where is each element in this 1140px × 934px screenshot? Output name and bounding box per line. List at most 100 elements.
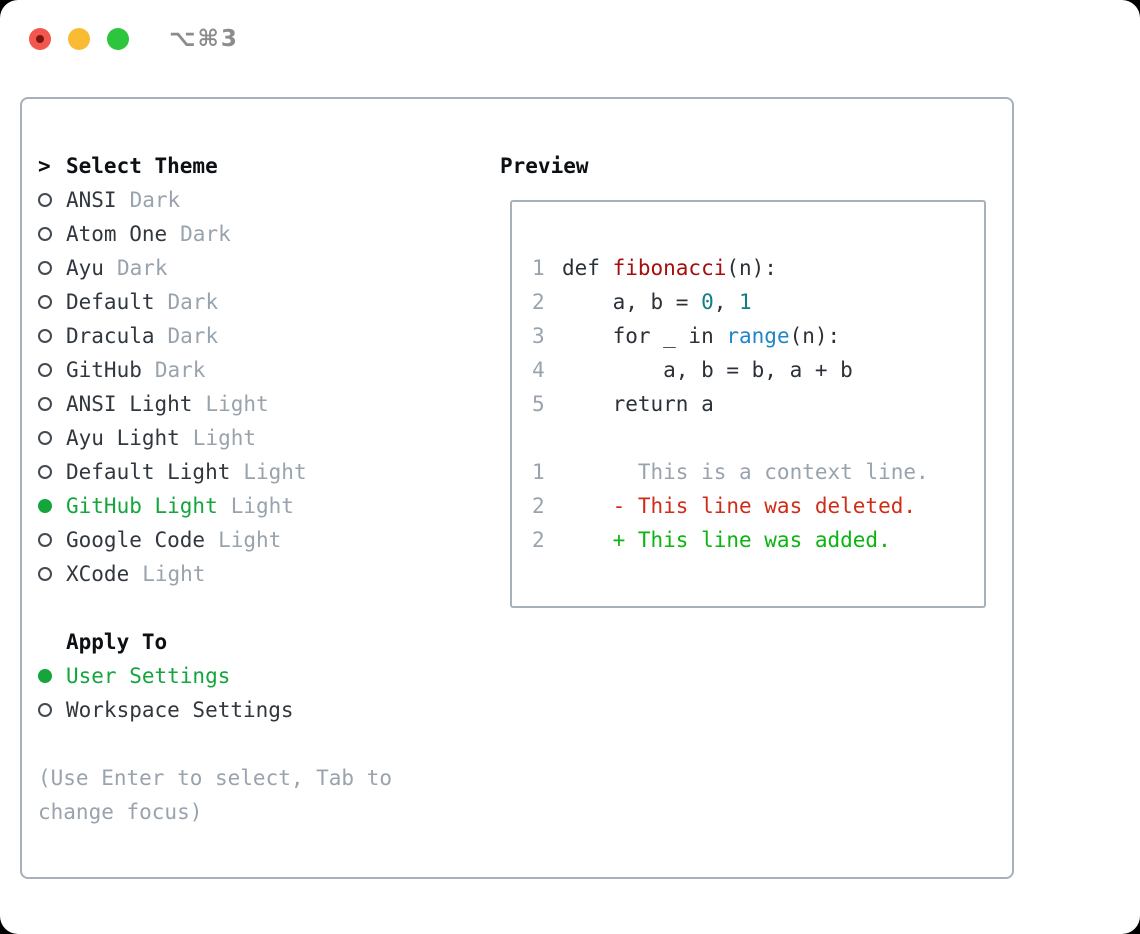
close-button-icon[interactable] (29, 28, 51, 50)
code-text: + This line was added. (562, 528, 891, 552)
apply-option-workspace-settings[interactable]: Workspace Settings (38, 693, 392, 727)
radio-selected-icon (38, 499, 66, 513)
line-number: 1 (532, 256, 545, 280)
radio-circle (38, 227, 52, 241)
radio-circle (38, 397, 52, 411)
radio-circle (38, 261, 52, 275)
radio-unselected-icon (38, 533, 66, 547)
code-line: 1 def fibonacci(n): (532, 251, 929, 285)
code-text: a, b = 0, 1 (562, 290, 752, 314)
radio-unselected-icon (38, 703, 66, 717)
radio-unselected-icon (38, 363, 66, 377)
theme-variant-tag: Dark (167, 290, 219, 314)
titlebar: ⌥⌘3 (29, 26, 239, 52)
theme-option-default-light[interactable]: Default Light Light (38, 455, 392, 489)
theme-variant-tag: Light (230, 494, 294, 518)
radio-circle (38, 193, 52, 207)
code-line: 2 + This line was added. (532, 523, 929, 557)
theme-option-label: Dracula (66, 324, 155, 348)
radio-circle (38, 295, 52, 309)
radio-circle (38, 329, 52, 343)
code-line: 5 return a (532, 387, 929, 421)
theme-option-label: ANSI (66, 188, 117, 212)
line-number: 4 (532, 358, 545, 382)
radio-unselected-icon (38, 227, 66, 241)
theme-option-ansi[interactable]: ANSI Dark (38, 183, 392, 217)
line-number: 2 (532, 290, 545, 314)
code-text: return a (562, 392, 714, 416)
apply-option-user-settings[interactable]: User Settings (38, 659, 392, 693)
radio-circle (38, 465, 52, 479)
theme-option-label: GitHub (66, 358, 142, 382)
radio-circle (38, 669, 52, 683)
code-line: 2 a, b = 0, 1 (532, 285, 929, 319)
line-number: 5 (532, 392, 545, 416)
theme-variant-tag: Dark (116, 256, 168, 280)
theme-variant-tag: Light (192, 426, 257, 450)
theme-variant-tag: Light (243, 460, 307, 484)
radio-unselected-icon (38, 465, 66, 479)
theme-option-github[interactable]: GitHub Dark (38, 353, 392, 387)
code-line: 3 for _ in range(n): (532, 319, 929, 353)
theme-option-xcode[interactable]: XCode Light (38, 557, 392, 591)
radio-unselected-icon (38, 431, 66, 445)
theme-option-label: Default Light (66, 460, 231, 484)
select-theme-title: Select Theme (66, 154, 218, 178)
theme-variant-tag: Light (218, 528, 282, 552)
code-line: 1 This is a context line. (532, 455, 929, 489)
code-text: This is a context line. (562, 460, 929, 484)
line-number: 1 (532, 460, 545, 484)
radio-unselected-icon (38, 295, 66, 309)
theme-variant-tag: Light (142, 562, 206, 586)
code-line (532, 421, 929, 455)
theme-option-label: Atom One (66, 222, 168, 246)
radio-circle (38, 431, 52, 445)
radio-circle (38, 499, 52, 513)
radio-unselected-icon (38, 329, 66, 343)
code-text: a, b = b, a + b (562, 358, 853, 382)
radio-selected-icon (38, 669, 66, 683)
apply-to-header: Apply To (38, 625, 392, 659)
code-line: 4 a, b = b, a + b (532, 353, 929, 387)
theme-option-ayu[interactable]: Ayu Dark (38, 251, 392, 285)
line-number: 3 (532, 324, 545, 348)
theme-option-default[interactable]: Default Dark (38, 285, 392, 319)
theme-variant-tag: Dark (154, 358, 206, 382)
radio-circle (38, 567, 52, 581)
theme-option-label: GitHub Light (66, 494, 218, 518)
zoom-button-icon[interactable] (107, 28, 129, 50)
line-number: 2 (532, 494, 545, 518)
theme-option-label: ANSI Light (66, 392, 193, 416)
radio-unselected-icon (38, 397, 66, 411)
radio-circle (38, 703, 52, 717)
select-theme-header: > Select Theme (38, 149, 392, 183)
section-spacer (38, 591, 392, 625)
code-text: def fibonacci(n): (562, 256, 777, 280)
theme-variant-tag: Dark (180, 222, 231, 246)
minimize-button-icon[interactable] (68, 28, 90, 50)
radio-unselected-icon (38, 567, 66, 581)
code-line: 2 - This line was deleted. (532, 489, 929, 523)
radio-circle (38, 363, 52, 377)
radio-circle (38, 533, 52, 547)
theme-option-github-light[interactable]: GitHub Light Light (38, 489, 392, 523)
prompt-caret-icon: > (38, 154, 51, 178)
theme-option-label: XCode (66, 562, 130, 586)
code-text: for _ in range(n): (562, 324, 841, 348)
theme-variant-tag: Dark (129, 188, 181, 212)
theme-option-label: Ayu (66, 256, 104, 280)
theme-option-label: Default (66, 290, 155, 314)
theme-option-atom-one[interactable]: Atom One Dark (38, 217, 392, 251)
preview-title: Preview (500, 154, 589, 178)
